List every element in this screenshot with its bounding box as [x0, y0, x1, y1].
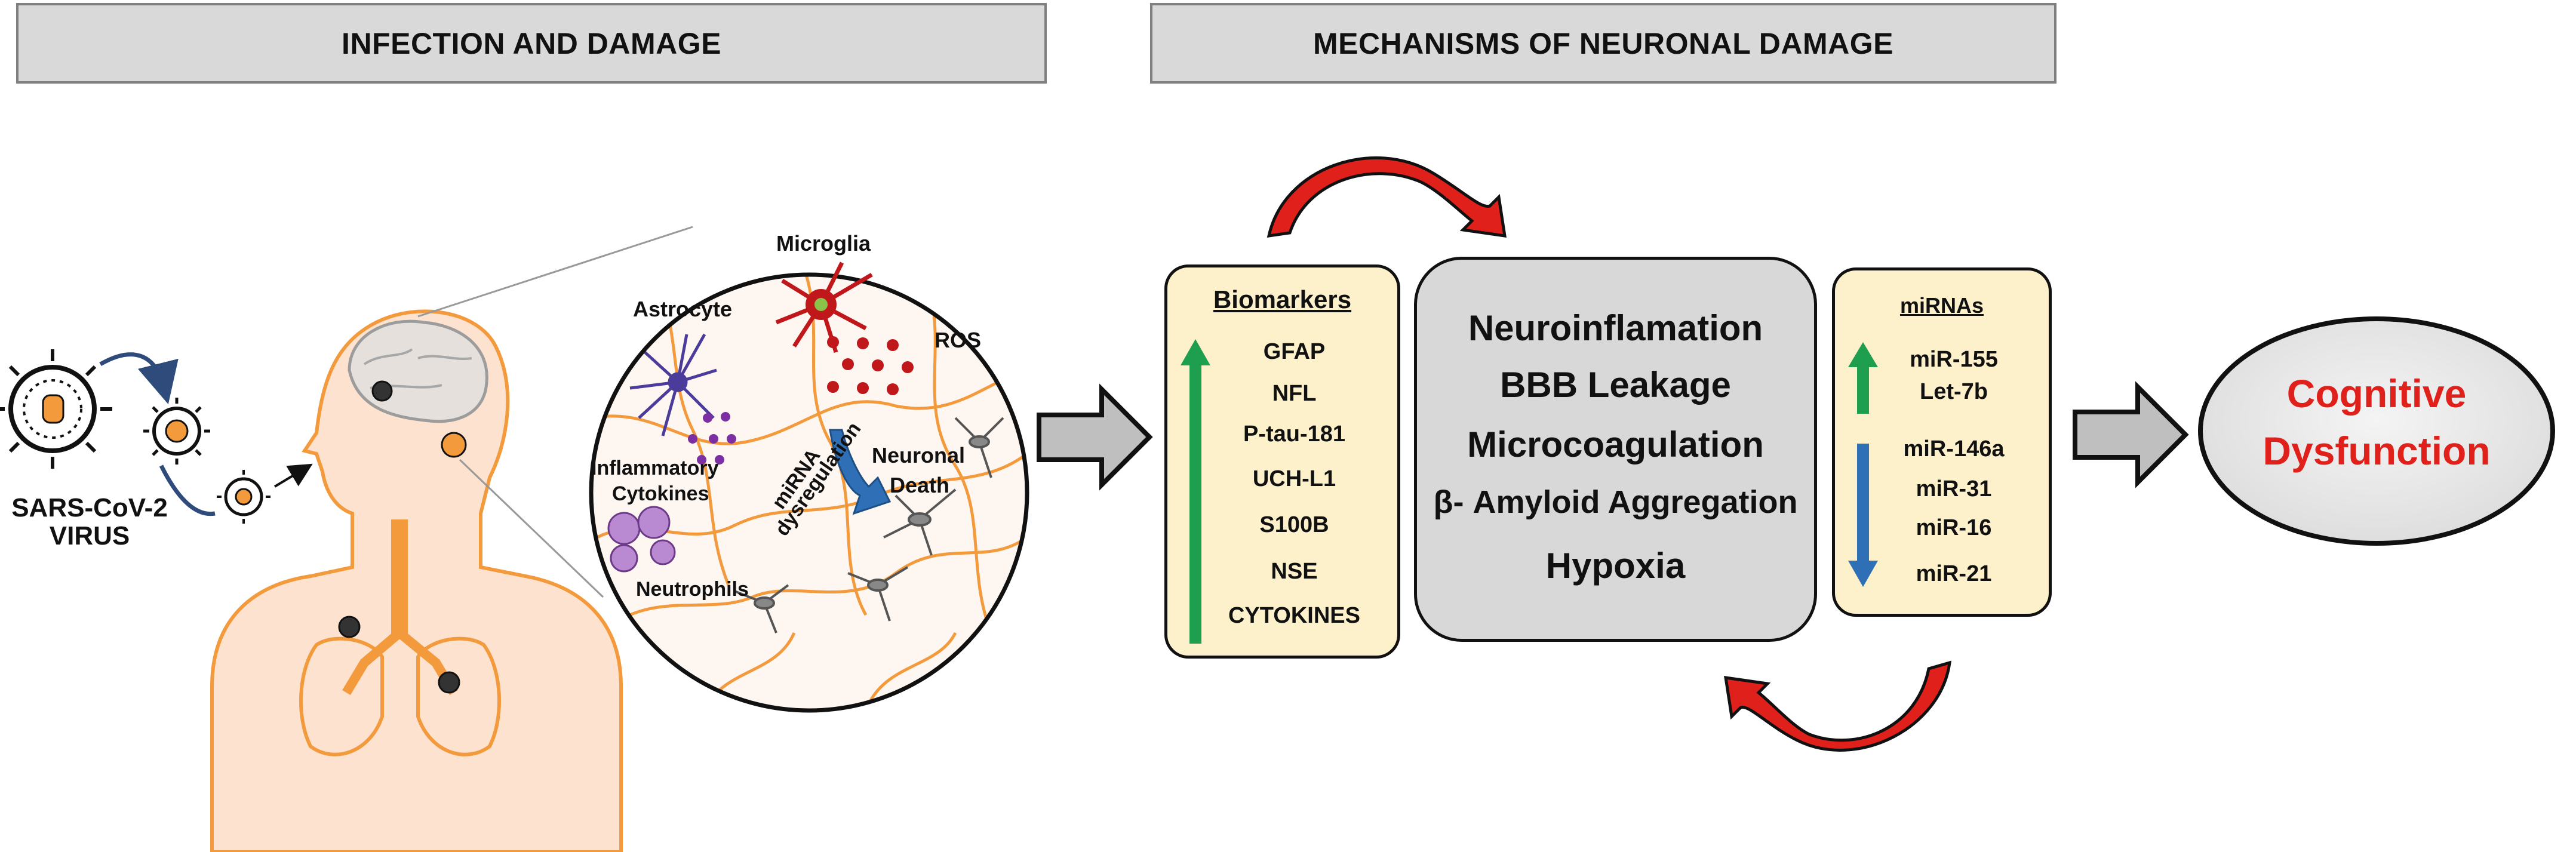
- label-inflammatory-line2: Cytokines: [612, 482, 709, 505]
- virus-medium-icon: [143, 398, 210, 465]
- mechanism-item: BBB Leakage: [1500, 365, 1731, 405]
- mirna-up-item: Let-7b: [1920, 379, 1988, 404]
- outcome-ellipse: [2198, 316, 2555, 546]
- header-infection-label: INFECTION AND DAMAGE: [342, 26, 721, 60]
- virus-in-lung-left-icon: [338, 616, 361, 638]
- virus-replication-arrow-1: [99, 352, 179, 405]
- outcome-line1: Cognitive: [2287, 371, 2467, 416]
- human-figure: [210, 309, 623, 852]
- biomarker-item: S100B: [1259, 512, 1329, 537]
- virus-label-line2: VIRUS: [50, 521, 130, 550]
- mirnas-panel: miRNAs miR-155 Let-7b miR-146a miR-31 mi…: [1832, 267, 2052, 617]
- header-mechanisms-of-neuronal-damage: MECHANISMS OF NEURONAL DAMAGE: [1150, 3, 2057, 84]
- up-arrow-icon: [1848, 342, 1878, 414]
- up-arrow-icon: [1181, 339, 1210, 644]
- header-mechanisms-label: MECHANISMS OF NEURONAL DAMAGE: [1313, 26, 1893, 60]
- biomarker-item: CYTOKINES: [1228, 603, 1360, 628]
- label-ros: ROS: [935, 328, 981, 352]
- virus-in-lung-right-icon: [438, 671, 460, 694]
- label-neuronal-line1: Neuronal: [872, 443, 965, 467]
- flow-arrow-2: [2073, 381, 2189, 488]
- biomarker-item: NFL: [1272, 381, 1317, 406]
- outcome-line2: Dysfunction: [2263, 429, 2490, 473]
- cytokine-dots-icon: [688, 412, 736, 465]
- cycle-arrow-bottom: [1724, 660, 1951, 752]
- label-microglia: Microglia: [776, 231, 871, 256]
- microglia-icon: [775, 262, 873, 353]
- biomarkers-panel: Biomarkers GFAP NFL P-tau-181 UCH-L1 S10…: [1164, 264, 1400, 659]
- mirna-down-item: miR-21: [1916, 561, 1992, 586]
- header-infection-and-damage: INFECTION AND DAMAGE: [16, 3, 1047, 84]
- mechanism-item: Neuroinflamation: [1468, 308, 1763, 348]
- biomarker-item: P-tau-181: [1243, 422, 1346, 447]
- mirnas-title: miRNAs: [1899, 293, 1984, 318]
- virus-large-icon: [0, 349, 112, 469]
- neutrophils-icon: [607, 506, 676, 573]
- biomarker-item: GFAP: [1263, 339, 1326, 364]
- mechanism-item: β- Amyloid Aggregation: [1433, 484, 1798, 520]
- mirna-down-item: miR-31: [1916, 476, 1992, 502]
- ros-dots-icon: [827, 336, 914, 395]
- zoom-line-top: [417, 226, 693, 318]
- mechanism-item: Hypoxia: [1545, 546, 1686, 586]
- mechanisms-panel: Neuroinflamation BBB Leakage Microcoagul…: [1414, 257, 1817, 642]
- mirna-dysregulation-arrow: [829, 429, 892, 515]
- label-neuronal-line2: Death: [890, 473, 949, 497]
- mirna-down-item: miR-146a: [1903, 436, 2005, 462]
- flow-arrow-1: [1037, 383, 1153, 491]
- neuron-icon: [734, 417, 1004, 633]
- cycle-arrow-top: [1267, 156, 1507, 238]
- label-inflammatory-line1: Inflammatory: [591, 457, 719, 479]
- mechanism-item: Microcoagulation: [1467, 425, 1764, 465]
- astrocyte-icon: [629, 333, 717, 436]
- biomarker-item: UCH-L1: [1252, 466, 1336, 491]
- mirna-up-item: miR-155: [1910, 347, 1998, 372]
- brain-zoom-circle: [589, 272, 1029, 713]
- biomarkers-title: Biomarkers: [1213, 285, 1352, 313]
- mirna-down-item: miR-16: [1916, 515, 1992, 540]
- label-neutrophils: Neutrophils: [636, 578, 749, 601]
- label-astrocyte: Astrocyte: [633, 297, 732, 321]
- virus-in-brain-icon: [371, 380, 393, 402]
- virus-label-line1: SARS-CoV-2: [11, 493, 168, 522]
- virus-small-icon: [217, 470, 270, 524]
- inhalation-arrow: [273, 463, 313, 488]
- zoom-line-bottom: [459, 459, 604, 598]
- down-arrow-icon: [1848, 444, 1878, 587]
- biomarker-item: NSE: [1271, 559, 1318, 584]
- virus-replication-arrow-2: [159, 465, 216, 516]
